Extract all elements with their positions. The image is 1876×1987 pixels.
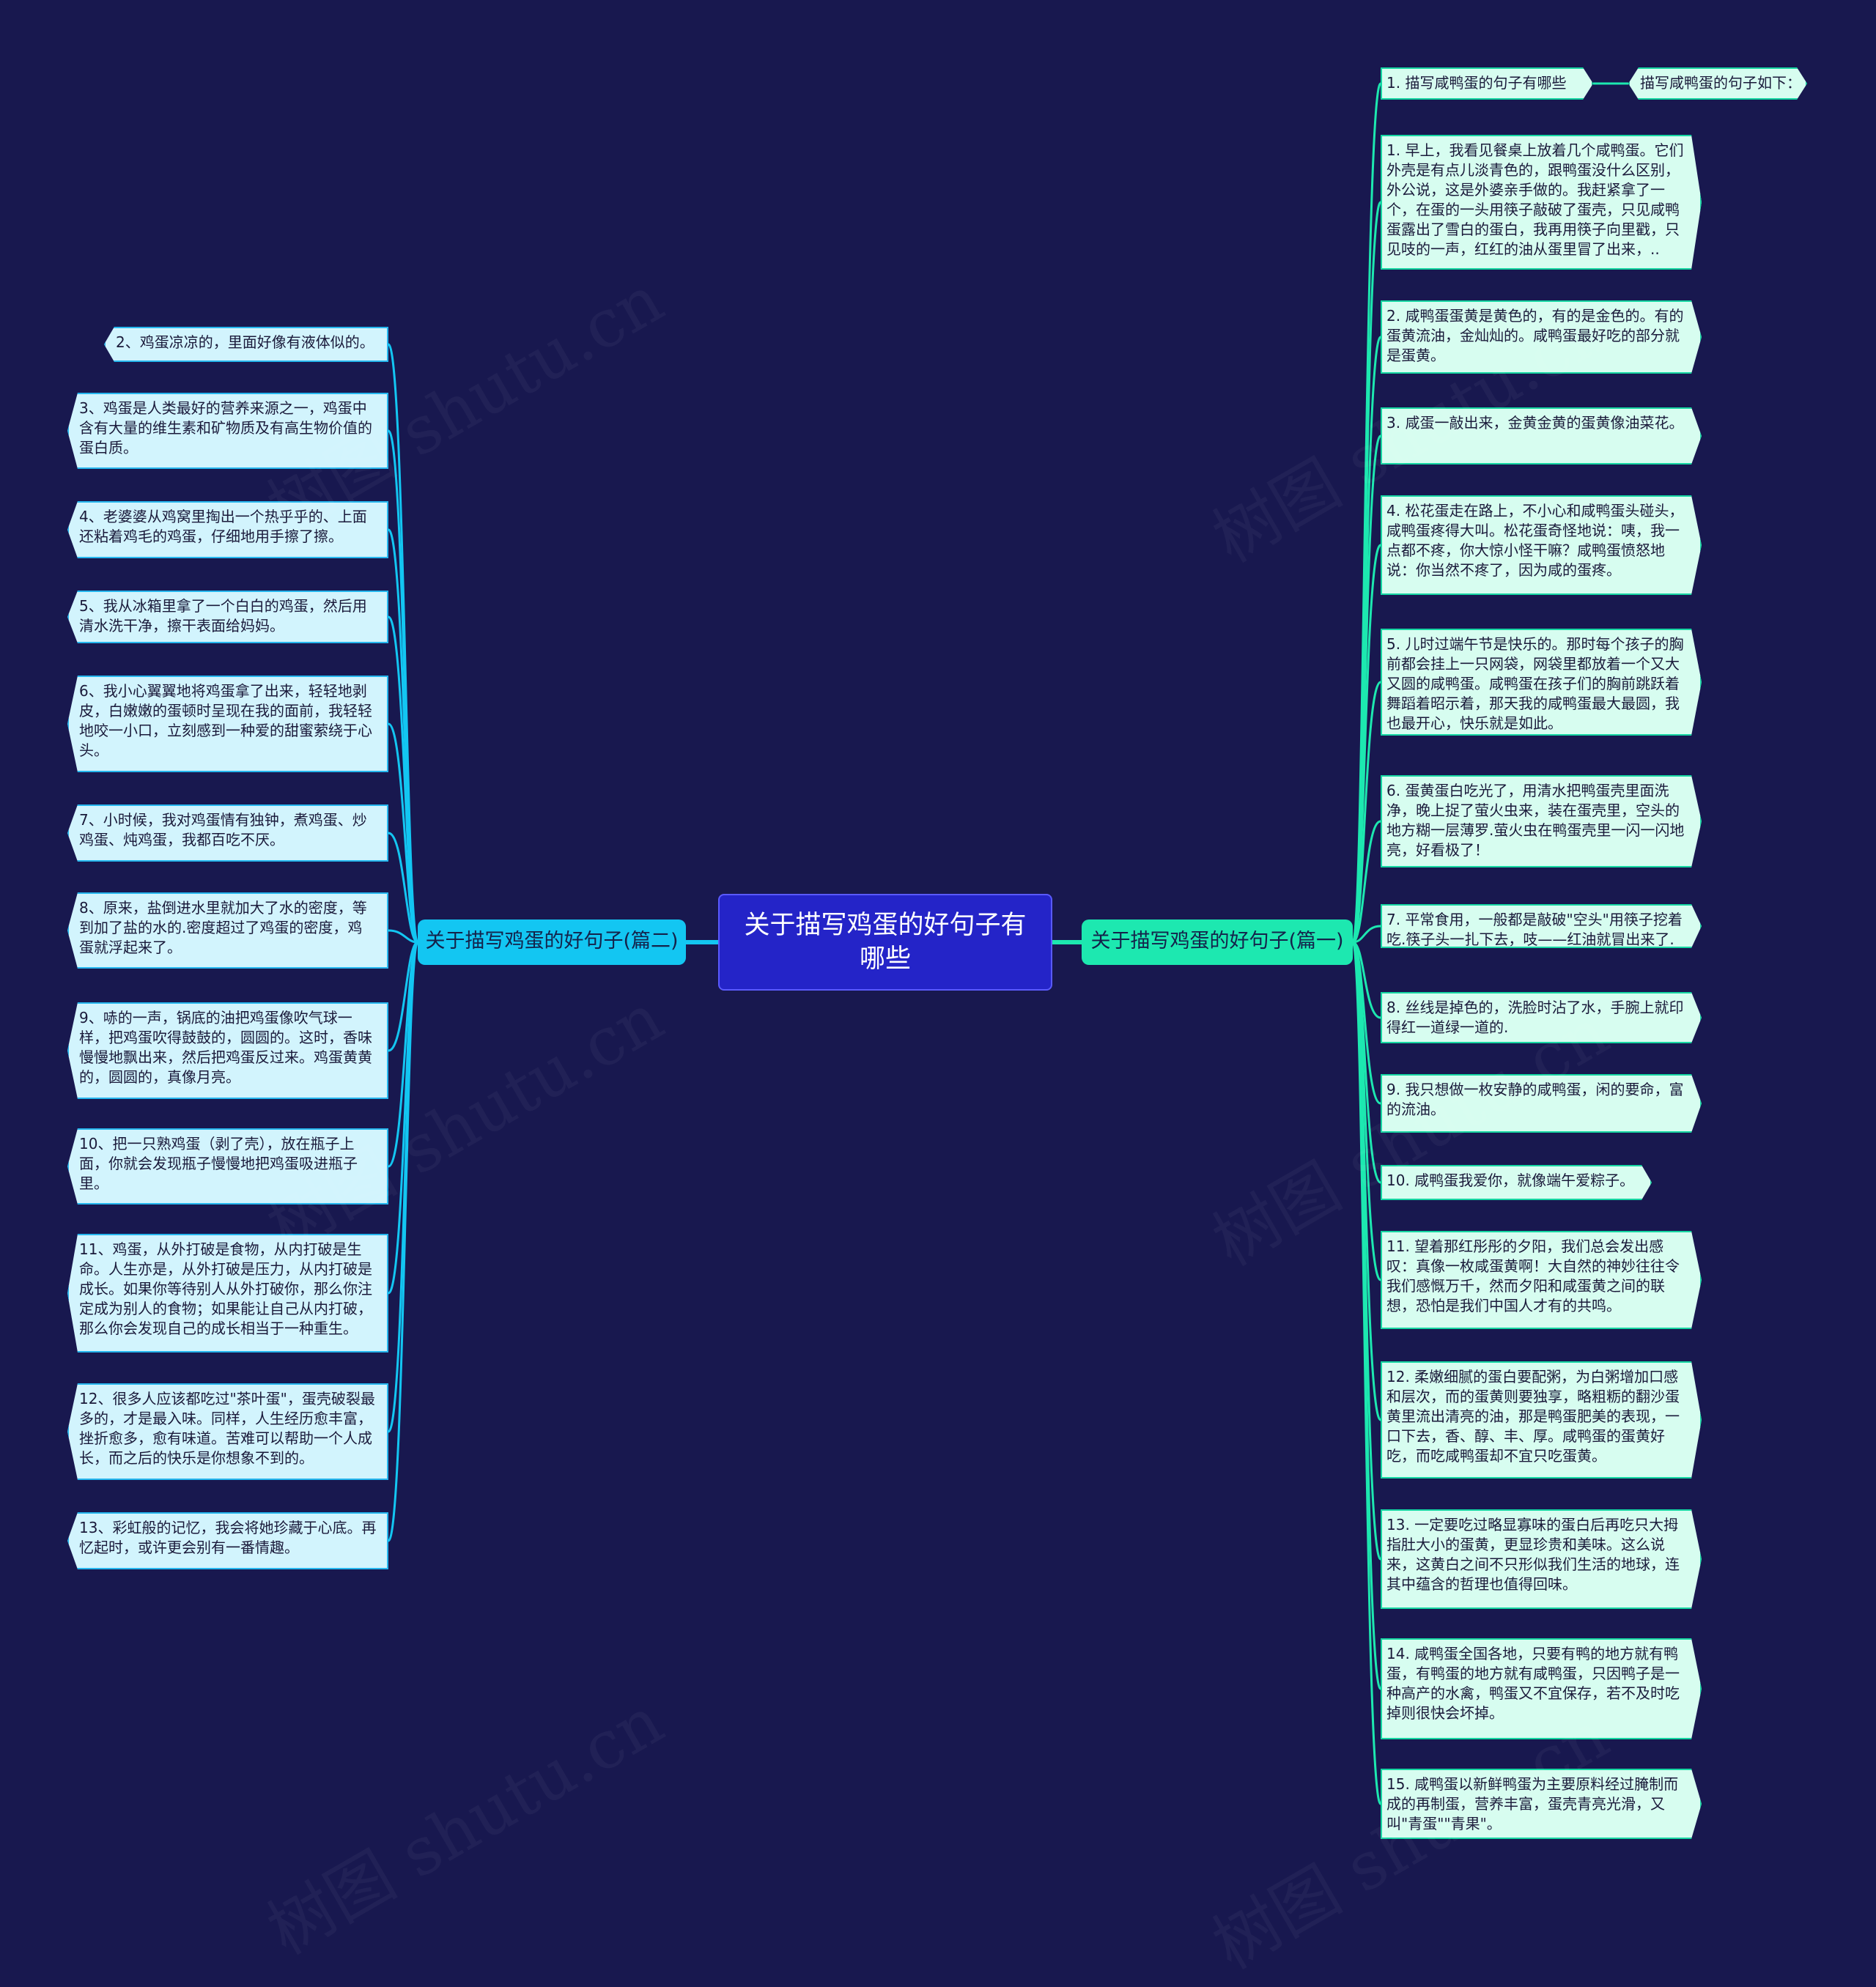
right-item[interactable]: 8. 丝线是掉色的，洗脸时沾了水，手腕上就印得红一道绿一道的. [1381, 992, 1702, 1043]
right-item[interactable]: 4. 松花蛋走在路上，不小心和咸鸭蛋头碰头，咸鸭蛋疼得大叫。松花蛋奇怪地说：咦，… [1381, 495, 1702, 595]
branch-left[interactable]: 关于描写鸡蛋的好句子(篇二) [418, 920, 686, 965]
right-item[interactable]: 3. 咸蛋一敲出来，金黄金黄的蛋黄像油菜花。 [1381, 407, 1702, 465]
left-item[interactable]: 6、我小心翼翼地将鸡蛋拿了出来，轻轻地剥皮，白嫩嫩的蛋顿时呈现在我的面前，我轻轻… [67, 676, 388, 772]
right-item[interactable]: 7. 平常食用，一般都是敲破"空头"用筷子挖着吃.筷子头一扎下去，吱——红油就冒… [1381, 904, 1702, 948]
left-item[interactable]: 4、老婆婆从鸡窝里掏出一个热乎乎的、上面还粘着鸡毛的鸡蛋，仔细地用手擦了擦。 [67, 501, 388, 558]
connector [388, 929, 418, 944]
connector-lines [387, 82, 1628, 1805]
right-item[interactable]: 11. 望着那红彤彤的夕阳，我们总会发出感叹：真像一枚咸蛋黄啊！大自然的神妙往往… [1381, 1231, 1702, 1329]
right-item[interactable]: 12. 柔嫩细腻的蛋白要配粥，为白粥增加口感和层次，而的蛋黄则要独享，略粗粝的翻… [1381, 1361, 1702, 1479]
connector [1351, 941, 1382, 1805]
question-node[interactable]: 1. 描写咸鸭蛋的句子有哪些 [1381, 67, 1593, 100]
root-topic[interactable]: 关于描写鸡蛋的好句子有哪些 [718, 894, 1052, 991]
connector [387, 941, 419, 1542]
right-item[interactable]: 14. 咸鸭蛋全国各地，只要有鸭的地方就有鸭蛋，有鸭蛋的地方就有咸鸭蛋，只因鸭子… [1381, 1638, 1702, 1739]
right-item[interactable]: 10. 咸鸭蛋我爱你，就像端午爱粽子。 [1381, 1165, 1652, 1200]
right-item[interactable]: 5. 儿时过端午节是快乐的。那时每个孩子的胸前都会挂上一只网袋，网袋里都放着一个… [1381, 629, 1702, 736]
right-item[interactable]: 15. 咸鸭蛋以新鲜鸭蛋为主要原料经过腌制而成的再制蛋，营养丰富，蛋壳青亮光滑，… [1381, 1769, 1702, 1839]
right-item[interactable]: 13. 一定要吃过略显寡味的蛋白后再吃只大拇指肚大小的蛋黄，更显珍贵和美味。这么… [1381, 1509, 1702, 1609]
connector [388, 832, 418, 944]
answer-node[interactable]: 描写咸鸭蛋的句子如下： [1628, 67, 1807, 100]
connector [1351, 681, 1382, 944]
left-item[interactable]: 2、鸡蛋凉凉的，里面好像有液体似的。 [104, 327, 388, 362]
left-item[interactable]: 11、鸡蛋，从外打破是食物，从内打破是生命。人生亦是，从外打破是压力，从内打破是… [67, 1234, 388, 1353]
connector [1352, 925, 1381, 944]
connector [1352, 820, 1381, 944]
right-item[interactable]: 9. 我只想做一枚安静的咸鸭蛋，闲的要命，富的流油。 [1381, 1074, 1702, 1133]
left-item[interactable]: 10、把一只熟鸡蛋（剥了壳），放在瓶子上面，你就会发现瓶子慢慢地把鸡蛋吸进瓶子里… [67, 1128, 388, 1205]
connector [388, 722, 419, 944]
left-item[interactable]: 12、很多人应该都吃过"茶叶蛋"，蛋壳破裂最多的，才是最入味。同样，人生经历愈丰… [67, 1383, 388, 1480]
left-item[interactable]: 13、彩虹般的记忆，我会将她珍藏于心底。再忆起时，或许更会别有一番情趣。 [67, 1512, 388, 1569]
left-item[interactable]: 9、哧的一声，锅底的油把鸡蛋像吹气球一样，把鸡蛋吹得鼓鼓的，圆圆的。这时，香味慢… [67, 1002, 388, 1099]
right-item[interactable]: 2. 咸鸭蛋蛋黄是黄色的，有的是金色的。有的蛋黄流油，金灿灿的。咸鸭蛋最好吃的部… [1381, 300, 1702, 374]
left-item[interactable]: 3、鸡蛋是人类最好的营养来源之一，鸡蛋中含有大量的维生素和矿物质及有高生物价值的… [67, 393, 388, 469]
left-item[interactable]: 8、原来，盐倒进水里就加大了水的密度，等到加了盐的水的.密度超过了鸡蛋的密度，鸡… [67, 892, 388, 969]
right-item[interactable]: 1. 早上，我看见餐桌上放着几个咸鸭蛋。它们外壳是有点儿淡青色的，跟鸭蛋没什么区… [1381, 135, 1702, 270]
branch-right[interactable]: 关于描写鸡蛋的好句子(篇一) [1082, 920, 1353, 965]
right-item[interactable]: 6. 蛋黄蛋白吃光了，用清水把鸭蛋壳里面洗净，晚上捉了萤火虫来，装在蛋壳里，空头… [1381, 775, 1702, 867]
left-item[interactable]: 5、我从冰箱里拿了一个白白的鸡蛋，然后用清水洗干净，擦干表面给妈妈。 [67, 591, 388, 643]
left-item[interactable]: 7、小时候，我对鸡蛋情有独钟，煮鸡蛋、炒鸡蛋、炖鸡蛋，我都百吃不厌。 [67, 804, 388, 862]
